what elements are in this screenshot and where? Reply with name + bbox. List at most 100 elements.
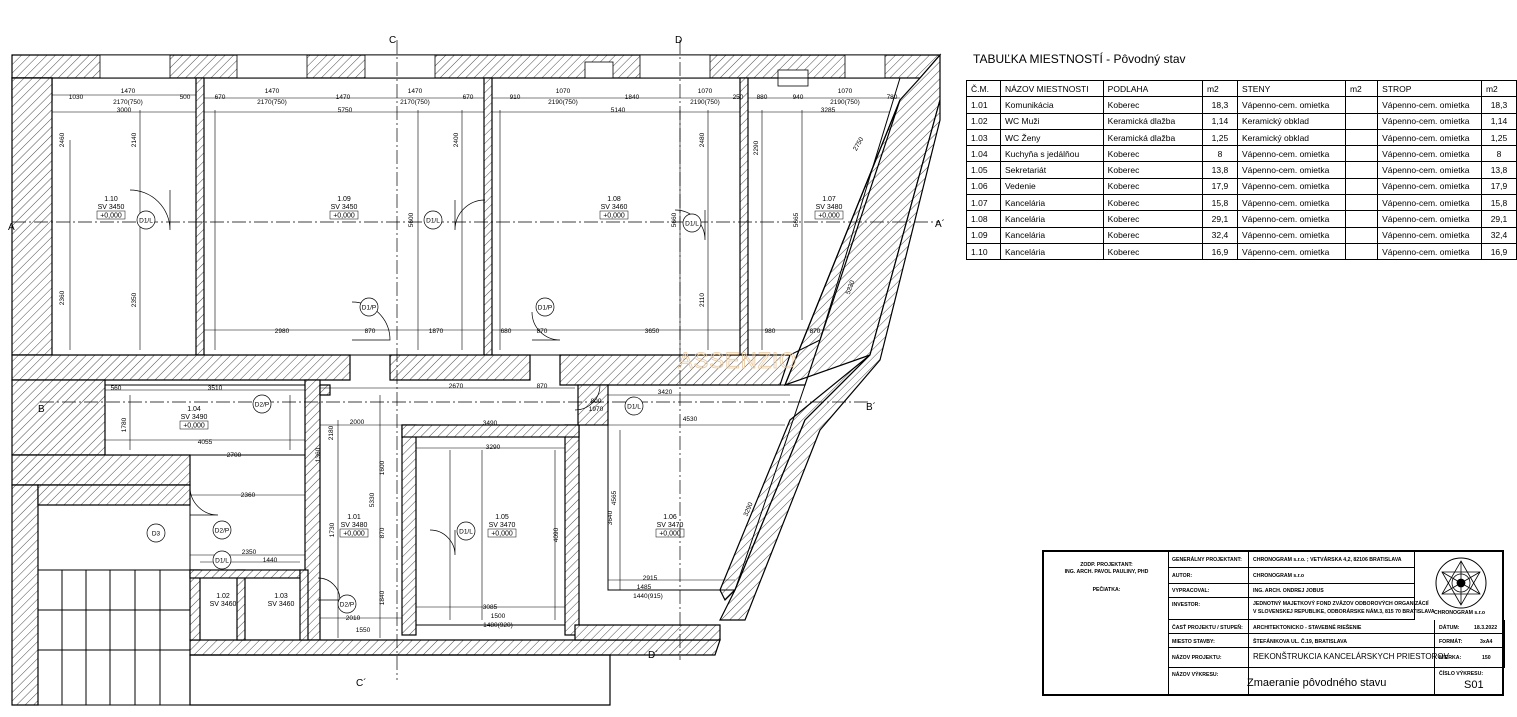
rooms-table-cell: 8 xyxy=(1201,145,1238,163)
drawing-title: Zmaeranie pôvodného stavu xyxy=(1247,677,1387,689)
dimension-label: 2140 xyxy=(131,132,138,147)
rooms-table-cell: Kancelária xyxy=(999,226,1104,244)
door-tag: D1/P xyxy=(538,305,552,312)
dimension-label: 2350 xyxy=(131,292,138,307)
dimension-label: 3650 xyxy=(645,328,660,335)
rooms-table-cell: Koberec xyxy=(1102,226,1203,244)
dimension-label: 870 xyxy=(537,328,548,335)
title-block-text: ČASŤ PROJEKTU / STUPEŇ: xyxy=(1172,625,1243,631)
title-block-text: VYPRACOVAL: xyxy=(1172,588,1210,594)
rooms-table-cell: 1.07 xyxy=(966,194,1001,212)
rooms-table-cell xyxy=(1344,226,1379,244)
section-b-right-label: B´ xyxy=(866,401,876,413)
rooms-table-cell: Kuchyňa s jedálňou xyxy=(999,145,1104,163)
dimension-label: 870 xyxy=(365,328,376,335)
rooms-table-cell: 1,25 xyxy=(1480,128,1517,147)
dimension-label: 2750 xyxy=(852,136,865,152)
title-block-text: DÁTUM: xyxy=(1439,625,1460,631)
dimension-label: 980 xyxy=(765,328,776,335)
title-block-text: GENERÁLNY PROJEKTANT: xyxy=(1172,557,1242,563)
title-block-text: ČÍSLO VÝKRESU: xyxy=(1439,671,1484,677)
walls xyxy=(11,53,942,706)
dimension-label: 1870 xyxy=(429,328,444,335)
title-block-text: PEČIATKA: xyxy=(1092,587,1121,593)
rooms-table-cell: WC Ženy xyxy=(999,128,1104,147)
title-block-text: ZODP. PROJEKTANT: xyxy=(1080,562,1133,568)
dimension-label: 670 xyxy=(215,94,226,101)
rooms-table-cell: 1.10 xyxy=(966,242,1001,261)
rooms-table-cell: 1,25 xyxy=(1201,128,1238,147)
dimension-label: 2190(750) xyxy=(548,99,578,106)
dimension-label: 870 xyxy=(537,383,548,390)
dimension-label: 2360 xyxy=(59,290,66,305)
dimension-label: 3285 xyxy=(821,107,836,114)
dimension-label: 4055 xyxy=(198,439,213,446)
dimension-label: 680 xyxy=(501,328,512,335)
dimension-label: 250 xyxy=(733,94,744,101)
dimension-label: 870 xyxy=(810,328,821,335)
door-tag: D1/L xyxy=(459,529,473,536)
rooms-table-cell xyxy=(1344,194,1379,212)
door-tag: D1/L xyxy=(426,218,440,225)
dimension-label: 3085 xyxy=(483,604,498,611)
dimension-label: SV 3450 xyxy=(98,204,125,211)
dimension-label: SV 3460 xyxy=(268,601,295,608)
rooms-table-cell: Koberec xyxy=(1102,161,1203,179)
door-tag: D1/L xyxy=(685,221,699,228)
rooms-table-cell: Keramická dlažba xyxy=(1102,128,1203,147)
dimension-lines xyxy=(52,94,900,638)
rooms-table-cell: 1.02 xyxy=(966,112,1001,130)
dimension-label: +0,000 xyxy=(491,531,513,538)
rooms-table-cell: 1.09 xyxy=(966,226,1001,244)
rooms-table-cell: 29,1 xyxy=(1201,210,1238,228)
rooms-table-cell: Vápenno-cem. omietka xyxy=(1377,96,1482,114)
dimension-label: 2170(750) xyxy=(257,99,287,106)
rooms-table-cell: Koberec xyxy=(1102,210,1203,228)
door-tag: D2/P xyxy=(340,602,354,609)
door-tag: D2/P xyxy=(255,402,269,409)
title-block-text: CHRONOGRAM s.r.o. ; VETVÁRSKA 4,2, 82106… xyxy=(1253,557,1402,563)
rooms-table-cell: 8 xyxy=(1480,145,1517,163)
title-block-text: INVESTOR: xyxy=(1172,602,1201,608)
rooms-table-cell: Kancelária xyxy=(999,242,1104,261)
rooms-table-cell: Vedenie xyxy=(999,177,1104,196)
rooms-table-cell: Vápenno-cem. omietka xyxy=(1236,242,1346,261)
dimension-label: 1600 xyxy=(379,460,386,475)
dimension-label: SV 3480 xyxy=(341,522,368,529)
rooms-table-cell: Keramická dlažba xyxy=(1102,112,1203,130)
rooms-table-cell: Keramický obklad xyxy=(1236,112,1346,130)
dimension-label: 5140 xyxy=(611,107,626,114)
dimension-label: 910 xyxy=(510,94,521,101)
dimension-label: +0,000 xyxy=(818,213,840,220)
dimension-label: 5230 xyxy=(845,279,857,295)
dimension-label: SV 3460 xyxy=(210,601,237,608)
dimension-label: 880 xyxy=(757,94,768,101)
rooms-table-cell: Vápenno-cem. omietka xyxy=(1377,194,1482,212)
dimension-label: 1.02 xyxy=(216,593,230,600)
rooms-table-cell xyxy=(1344,161,1379,179)
rooms-table-cell: 1.05 xyxy=(966,161,1001,179)
title-block-text: NÁZOV VÝKRESU: xyxy=(1172,672,1219,678)
title-block-text: ING. ARCH. PAVOL PAULINY, PHD xyxy=(1064,569,1149,575)
dimension-label: 1440(915) xyxy=(633,593,663,600)
dimension-label: 2400 xyxy=(453,132,460,147)
dimension-label: 500 xyxy=(180,94,191,101)
dimension-label: 2350 xyxy=(242,549,257,556)
rooms-table-cell: Vápenno-cem. omietka xyxy=(1377,112,1482,130)
dimension-label: 1730 xyxy=(329,522,336,537)
door-tag: D1/L xyxy=(627,404,641,411)
rooms-table-cell: Vápenno-cem. omietka xyxy=(1377,128,1482,147)
section-c-top-label: C xyxy=(389,35,396,46)
dimension-label: 1485 xyxy=(637,584,652,591)
title-block-text: MIESTO STAVBY: xyxy=(1172,639,1215,645)
dimension-label: 1840 xyxy=(625,94,640,101)
rooms-table-cell: Vápenno-cem. omietka xyxy=(1236,96,1346,114)
rooms-table-header: STENY xyxy=(1236,79,1346,98)
